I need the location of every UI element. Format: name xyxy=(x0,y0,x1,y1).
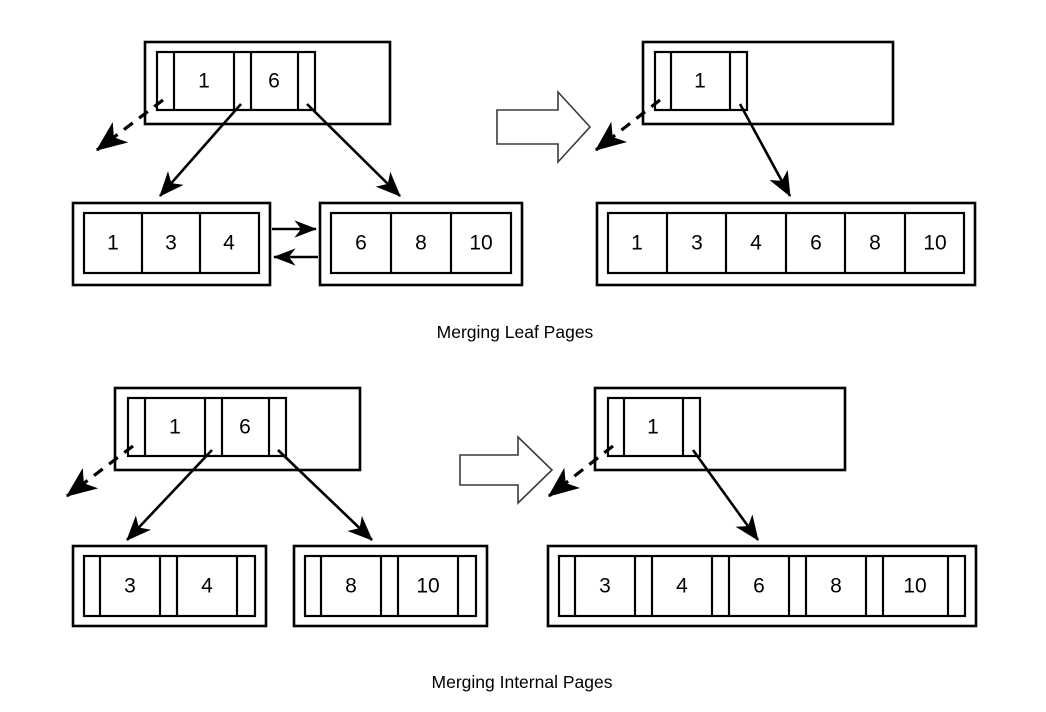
root-node-before-leaf: 1 6 xyxy=(143,40,392,126)
internal-inner-box xyxy=(303,554,478,618)
leaf-key: 8 xyxy=(415,232,427,255)
leaf-key: 3 xyxy=(691,232,703,255)
leaf-key: 1 xyxy=(107,232,119,255)
parent-pointer-dashed-arrow xyxy=(594,98,661,152)
leaf-key: 10 xyxy=(923,232,946,255)
root-inner-box xyxy=(126,396,288,458)
internal-key: 3 xyxy=(599,575,611,598)
leaf-key: 6 xyxy=(355,232,367,255)
leaf-key: 4 xyxy=(223,232,235,255)
internal-inner-box xyxy=(557,554,967,618)
root-inner-box xyxy=(155,50,317,112)
transition-block-arrow xyxy=(496,89,592,165)
internal-key: 4 xyxy=(676,575,688,598)
leaf-left-before: 1 3 4 xyxy=(71,201,272,287)
leaf-merged: 1 3 4 6 8 10 xyxy=(595,201,977,287)
leaf-right-before: 6 8 10 xyxy=(318,201,524,287)
caption-leaf-merge: Merging Leaf Pages xyxy=(437,322,594,342)
root-key: 1 xyxy=(169,416,181,439)
leaf-key: 4 xyxy=(750,232,762,255)
root-key: 1 xyxy=(647,416,659,439)
transition-block-arrow xyxy=(459,435,554,505)
internal-key: 8 xyxy=(830,575,842,598)
parent-pointer-dashed-arrow xyxy=(95,98,164,152)
child-pointer-arrow-right xyxy=(306,103,401,197)
internal-key: 8 xyxy=(345,575,357,598)
internal-right-before: 8 10 xyxy=(292,544,489,628)
internal-key: 4 xyxy=(201,575,213,598)
parent-pointer-dashed-arrow xyxy=(547,444,614,498)
internal-inner-box xyxy=(82,554,257,618)
parent-pointer-dashed-arrow xyxy=(65,444,134,498)
child-pointer-arrow-left xyxy=(159,103,242,197)
root-node-after-leaf: 1 xyxy=(641,40,895,126)
root-key: 6 xyxy=(268,70,280,93)
child-pointer-arrow xyxy=(738,103,792,197)
leaf-inner-box xyxy=(329,211,513,275)
leaf-key: 8 xyxy=(869,232,881,255)
internal-key: 10 xyxy=(416,575,439,598)
leaf-key: 10 xyxy=(469,232,492,255)
caption-internal-merge: Merging Internal Pages xyxy=(432,672,613,692)
child-pointer-arrow xyxy=(691,449,760,541)
root-node-after-internal: 1 xyxy=(593,386,847,472)
internal-key: 6 xyxy=(753,575,765,598)
internal-left-before: 3 4 xyxy=(71,544,268,628)
leaf-inner-box xyxy=(82,211,261,275)
leaf-key: 3 xyxy=(165,232,177,255)
leaf-key: 1 xyxy=(631,232,643,255)
internal-key: 3 xyxy=(124,575,136,598)
root-node-before-internal: 1 6 xyxy=(113,386,362,472)
root-key: 1 xyxy=(198,70,210,93)
child-pointer-arrow-right xyxy=(277,449,373,541)
internal-key: 10 xyxy=(903,575,926,598)
internal-merged: 3 4 6 8 10 xyxy=(546,544,978,628)
child-pointer-arrow-left xyxy=(126,449,213,541)
leaf-key: 6 xyxy=(810,232,822,255)
root-key: 6 xyxy=(239,416,251,439)
root-key: 1 xyxy=(694,70,706,93)
